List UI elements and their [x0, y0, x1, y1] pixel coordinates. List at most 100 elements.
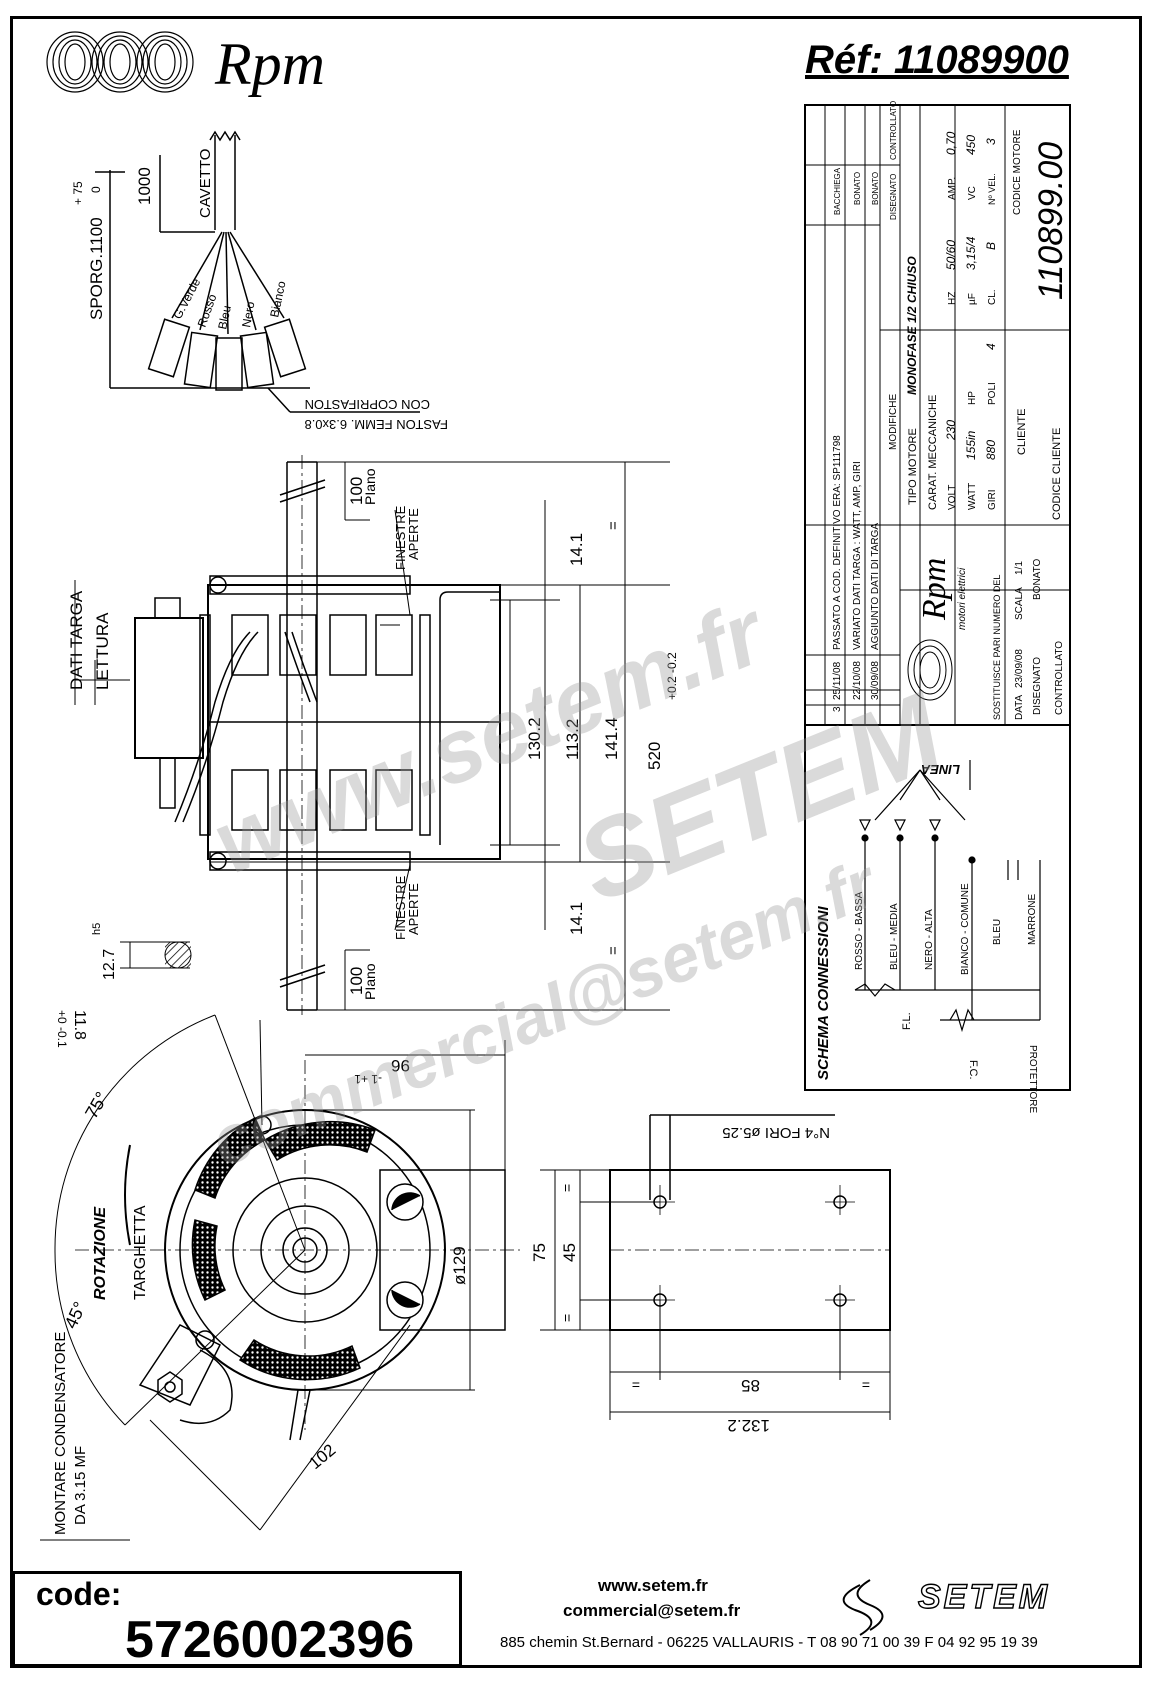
title-block-logo-text: Rpm	[916, 558, 953, 621]
dim-eq-2: =	[559, 1314, 575, 1322]
dim-shaft-flat: 11.8	[71, 1010, 88, 1040]
dim-equal-top: =	[605, 521, 622, 530]
dim-96: 96	[391, 1056, 410, 1075]
motor-type-label: TIPO MOTORE	[907, 428, 919, 505]
rev-1-by: BONATO	[871, 172, 880, 205]
cable-view	[95, 130, 420, 413]
dim-102: 102	[305, 1440, 339, 1473]
vc-label: VC	[967, 186, 978, 200]
code-value: 5726002396	[125, 1611, 415, 1669]
hz: 50/60	[944, 240, 958, 270]
schema-line: LINEA	[921, 762, 960, 777]
rev-3: 3	[832, 706, 843, 712]
client-label: CLIENTE	[1016, 409, 1028, 455]
dim-flat-bottom: PIano	[362, 963, 378, 1000]
scale-label: SCALA	[1014, 587, 1025, 620]
vel-label: Nº VEL.	[987, 173, 997, 205]
setem-brand-logo: SETEM	[917, 1577, 1051, 1616]
vc: 450	[964, 135, 978, 155]
website-link[interactable]: www.setem.fr	[598, 1576, 708, 1595]
dim-shaft-fit: h5	[91, 923, 103, 935]
schema-title: SCHEMA CONNESSIONI	[815, 906, 832, 1080]
schema-wire-1: ROSSO - BASSA	[854, 891, 865, 970]
vel: 3	[984, 138, 998, 145]
dim-eq-1: =	[559, 1184, 575, 1192]
side-view-dimensions	[74, 461, 670, 1011]
rev-3-by: BACCHIEGA	[833, 167, 842, 215]
schema-wire-5: BLEU	[992, 919, 1003, 945]
dim-14-1-bottom: 14.1	[567, 902, 586, 935]
capacitor-note-2: DA 3.15 MF	[72, 1446, 89, 1525]
overhang-tol-lower: 0	[89, 186, 103, 193]
dim-129: ø129	[450, 1246, 469, 1285]
motor-code-label: CODICE MOTORE	[1012, 129, 1023, 215]
cable-label: CAVETTO	[197, 149, 214, 218]
faston-note-2: FASTON FEMM. 6.3x0.8	[304, 417, 448, 432]
rpm-coil-logo	[46, 31, 194, 93]
hp-label: HP	[967, 391, 978, 405]
dim-520: 520	[645, 742, 664, 770]
mech-label: CARAT. MECCANICHE	[927, 395, 939, 510]
dim-shaft-flat-tol: +0 -0.1	[55, 1010, 69, 1048]
dim-data-plate: DATI TARGA	[67, 590, 86, 690]
brand-logo-text: Rpm	[215, 31, 325, 97]
client-code-label: CODICE CLIENTE	[1051, 428, 1063, 520]
dim-windows-top-1: FINESTRE	[393, 505, 408, 570]
date: 23/09/08	[1014, 649, 1025, 688]
cl: B	[984, 242, 998, 250]
title-block-logo-sub: motori elettrici	[957, 567, 968, 630]
checked-label: CONTROLLATO	[1054, 641, 1065, 715]
drawn: BONATO	[1032, 558, 1043, 600]
dim-eq-3: =	[632, 1377, 640, 1393]
hz-label: HZ	[947, 292, 958, 305]
title-block-logo	[907, 639, 953, 701]
dim-75: 75	[530, 1243, 549, 1262]
dim-132: 132.2	[727, 1416, 770, 1435]
date-label: DATA	[1014, 694, 1025, 720]
wiring-schema	[854, 760, 1041, 1033]
watt-label: WATT	[967, 483, 978, 510]
drawn-label: DISEGNATO	[1032, 657, 1043, 715]
code-box	[12, 1571, 462, 1667]
dim-eq-4: =	[862, 1377, 870, 1393]
schema-fc: F.C.	[967, 1060, 979, 1080]
scale: 1/1	[1014, 561, 1025, 575]
holes-note: N°4 FORI ø5.25	[722, 1124, 830, 1141]
drawing-sheet	[10, 16, 1142, 1668]
rev-header-mod: MODIFICHE	[888, 394, 899, 450]
poli: 4	[984, 343, 998, 350]
angle-75: 75°	[81, 1088, 112, 1122]
dim-windows-bottom-1: FINESTRE	[393, 875, 408, 940]
watt: 155in	[964, 430, 978, 460]
motor-type: MONOFASE 1/2 CHIUSO	[905, 256, 919, 395]
overhang-tol-upper: + 75	[71, 181, 85, 205]
faston-note-1: CON COPRIFASTON	[305, 397, 430, 412]
dim-windows-bottom-2: APERTE	[406, 883, 421, 935]
schema-wire-6: MARRONE	[1027, 894, 1038, 945]
dim-14-1-top: 14.1	[567, 533, 586, 566]
dim-113-2: 113.2	[563, 719, 582, 760]
bracket-view	[540, 1114, 891, 1420]
dim-flat-top: PIano	[362, 468, 378, 505]
email-link[interactable]: commercial@setem.fr	[563, 1601, 741, 1620]
amp: 0,70	[944, 131, 958, 155]
title-block-frame	[804, 104, 1071, 1091]
motor-front-view	[75, 1060, 520, 1441]
replaces-label: SOSTITUISCE PARI NUMERO DEL	[992, 575, 1002, 720]
dim-flat-top-len: 100	[347, 477, 366, 505]
dim-85: 85	[741, 1376, 760, 1395]
schema-wire-4: BIANCO - COMUNE	[960, 883, 971, 975]
setem-logo-icon	[842, 1579, 884, 1636]
schema-protector: PROTETTORE	[1027, 1045, 1038, 1113]
rotation-label: ROTAZIONE	[92, 1206, 109, 1300]
dim-96-tol: -1 +1	[354, 1072, 382, 1086]
wire-label-5: Bianco	[267, 280, 288, 319]
wire-label-4: Nero	[239, 300, 257, 328]
dim-equal-bottom: =	[605, 946, 622, 955]
schema-fl: F.L.	[901, 1012, 913, 1030]
angle-45: 45°	[60, 1299, 90, 1332]
dim-flat-bottom-len: 100	[347, 967, 366, 995]
giri-label: GIRI	[987, 489, 998, 510]
address-line: 885 chemin St.Bernard - 06225 VALLAURIS …	[500, 1634, 1038, 1651]
